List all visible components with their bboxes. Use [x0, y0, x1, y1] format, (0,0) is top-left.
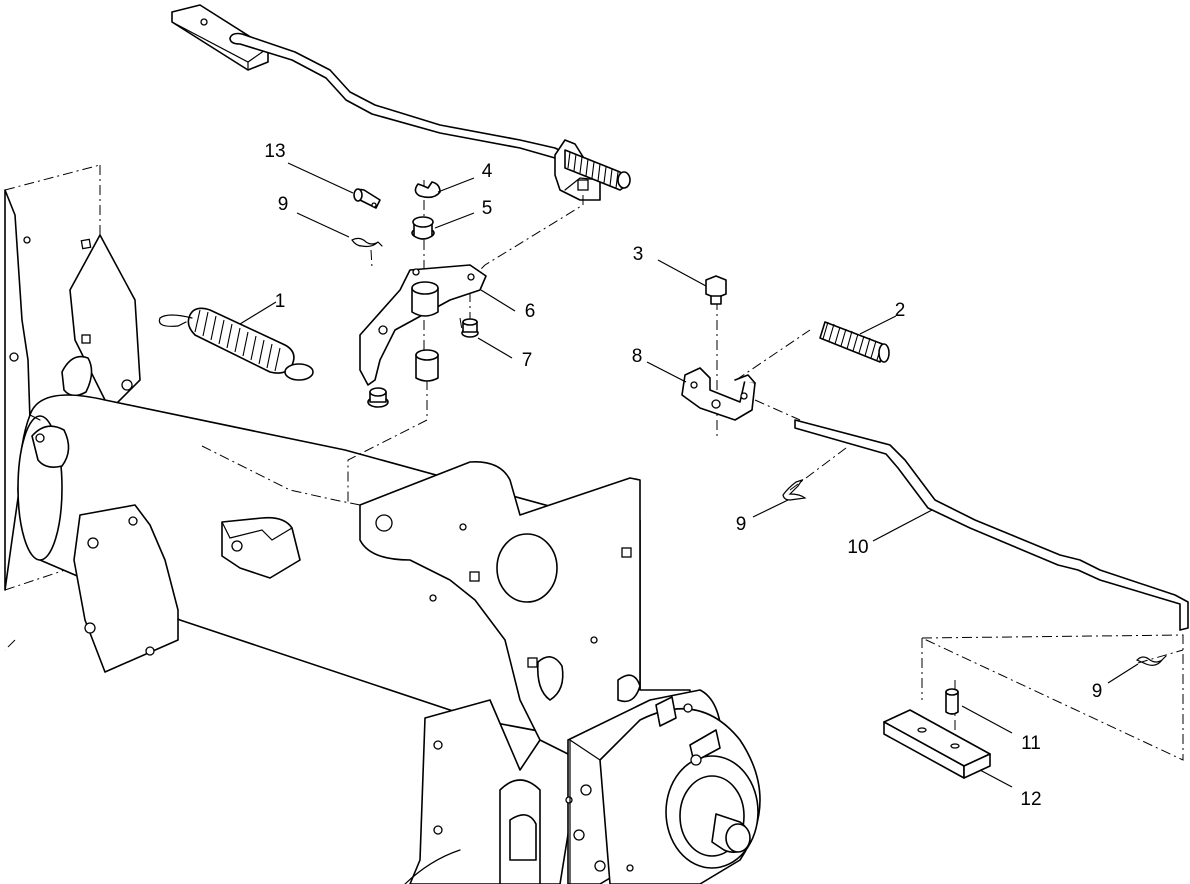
callout-2: 2: [895, 300, 906, 321]
callout-9-right: 9: [1092, 681, 1103, 702]
callout-10: 10: [847, 537, 868, 558]
callout-1: 1: [275, 291, 286, 312]
callout-11: 11: [1021, 733, 1041, 754]
hairpin-clip-upper: [351, 237, 383, 248]
hairpin-clip-right: [1135, 655, 1167, 666]
callout-9-upper: 9: [278, 194, 289, 215]
callout-6: 6: [525, 301, 536, 322]
callout-8: 8: [632, 346, 643, 367]
leader-lines: [239, 162, 1139, 788]
compression-spring: [819, 321, 890, 363]
pivot-bracket: [359, 264, 487, 386]
callout-labels: 1 2 3 4 5 6 7 8 9 9 9 10 11 12 13: [264, 141, 1102, 810]
rod-end-spring: [564, 149, 631, 191]
hairpin-clip-middle: [782, 478, 807, 501]
upper-control-rod: [171, 4, 631, 201]
mounting-block: [883, 709, 991, 779]
clevis-pin: [353, 188, 381, 209]
callout-5: 5: [482, 198, 493, 219]
frame-assembly: [4, 164, 761, 884]
callout-12: 12: [1020, 789, 1041, 810]
lower-control-rod: [794, 419, 1189, 631]
lower-bushing: [415, 349, 439, 382]
bolt: [705, 275, 727, 305]
retaining-ring: [414, 181, 441, 199]
bushing: [411, 216, 435, 240]
callout-9-middle: 9: [736, 514, 747, 535]
extension-spring: [158, 307, 314, 381]
flange-nut-7: [461, 318, 479, 338]
angle-bracket: [681, 367, 756, 421]
callout-13: 13: [264, 141, 285, 162]
callout-4: 4: [482, 161, 493, 182]
callout-7: 7: [522, 350, 533, 371]
spacer-pin: [945, 688, 959, 715]
callout-3: 3: [633, 244, 644, 265]
flange-nut-lower: [367, 387, 389, 408]
